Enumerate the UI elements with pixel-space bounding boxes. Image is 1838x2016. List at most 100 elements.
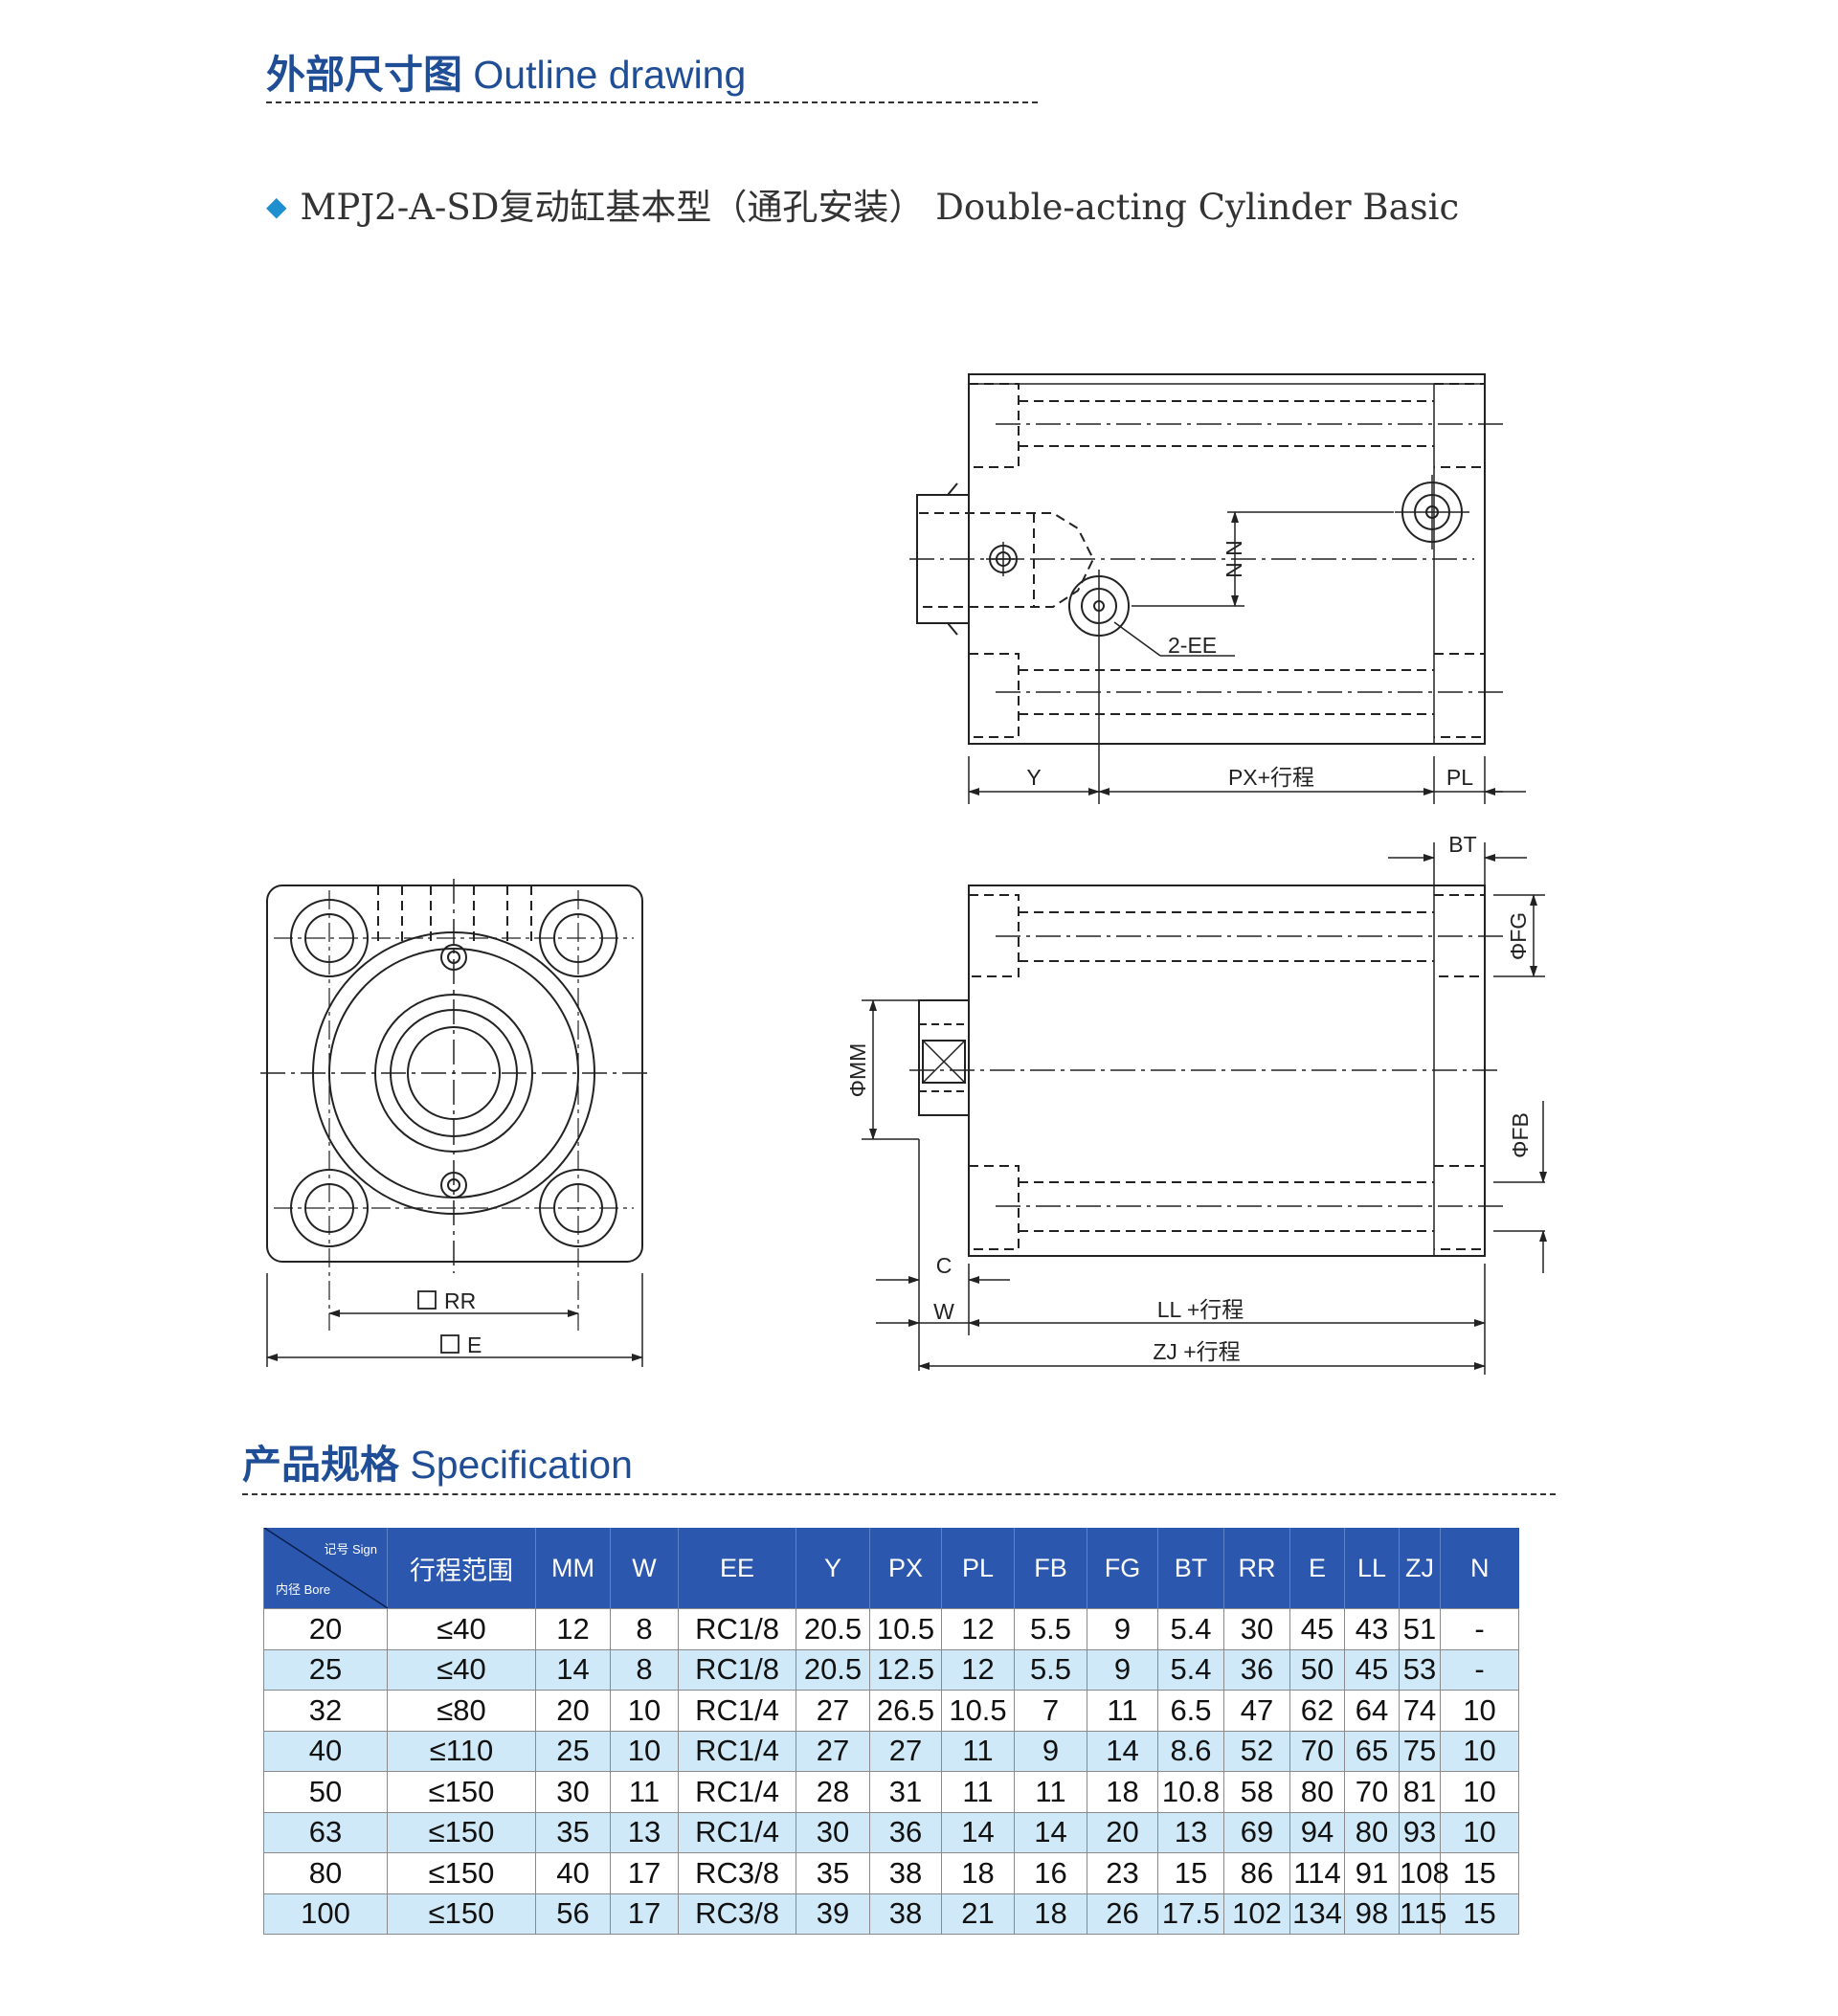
table-cell: 56 [535, 1893, 611, 1935]
table-cell: 25 [263, 1648, 388, 1691]
table-cell: 39 [796, 1893, 870, 1935]
table-cell: 102 [1223, 1893, 1290, 1935]
dim-zj: ZJ +行程 [1153, 1339, 1240, 1364]
table-cell: 18 [1087, 1771, 1158, 1812]
table-cell: 11 [1087, 1690, 1158, 1731]
col-bt: BT [1157, 1528, 1224, 1609]
table-cell: 80 [1289, 1771, 1345, 1812]
outline-drawing: N N 2-EE Y PX+行程 PL BT ΦFG ΦMM ΦFB C W L… [260, 373, 1547, 1375]
table-cell: 31 [869, 1771, 942, 1812]
spec-title: 产品规格 Specification [242, 1432, 633, 1490]
col-stroke-range: 行程范围 [387, 1528, 536, 1609]
table-cell: RC1/4 [678, 1811, 796, 1853]
diamond-bullet-icon: ◆ [266, 190, 287, 222]
side-view-top [909, 373, 1526, 804]
table-cell: 14 [1087, 1730, 1158, 1772]
table-cell: RC1/4 [678, 1690, 796, 1731]
table-cell: 28 [796, 1771, 870, 1812]
table-cell: ≤150 [387, 1893, 536, 1935]
table-cell: 36 [869, 1811, 942, 1853]
table-cell: 15 [1440, 1852, 1519, 1893]
dim-pl: PL [1446, 765, 1473, 790]
table-cell: 5.5 [1014, 1608, 1087, 1649]
col-n: N [1440, 1528, 1519, 1609]
table-cell: 12 [941, 1608, 1015, 1649]
table-cell: 62 [1289, 1690, 1345, 1731]
table-cell: 80 [263, 1852, 388, 1893]
col-ee: EE [678, 1528, 796, 1609]
col-fg: FG [1087, 1528, 1158, 1609]
dim-ee: 2-EE [1168, 633, 1217, 658]
table-cell: 10.5 [941, 1690, 1015, 1731]
table-cell: 27 [869, 1730, 942, 1772]
table-cell: 69 [1223, 1811, 1290, 1853]
spec-divider [242, 1493, 1556, 1495]
table-cell: 30 [796, 1811, 870, 1853]
table-cell: 14 [941, 1811, 1015, 1853]
dim-c: C [936, 1253, 953, 1278]
table-cell: 20 [535, 1690, 611, 1731]
table-cell: 38 [869, 1852, 942, 1893]
table-cell: 115 [1399, 1893, 1446, 1935]
table-cell: 43 [1344, 1608, 1400, 1649]
table-cell: RC1/8 [678, 1608, 796, 1649]
table-cell: ≤80 [387, 1690, 536, 1731]
table-cell: ≤40 [387, 1608, 536, 1649]
table-cell: - [1440, 1648, 1519, 1691]
table-cell: 5.4 [1157, 1648, 1224, 1691]
table-cell: 52 [1223, 1730, 1290, 1772]
dim-fb: ΦFB [1508, 1112, 1533, 1158]
table-cell: RC3/8 [678, 1852, 796, 1893]
table-cell: 10 [1440, 1730, 1519, 1772]
table-cell: 50 [263, 1771, 388, 1812]
table-cell: 50 [1289, 1648, 1345, 1691]
table-cell: 17 [610, 1852, 679, 1893]
table-cell: 15 [1440, 1893, 1519, 1935]
table-cell: 51 [1399, 1608, 1441, 1649]
col-zj: ZJ [1399, 1528, 1441, 1609]
spec-title-en: Specification [410, 1443, 633, 1487]
table-cell: 38 [869, 1893, 942, 1935]
table-cell: 75 [1399, 1730, 1441, 1772]
table-cell: 17 [610, 1893, 679, 1935]
table-cell: ≤150 [387, 1852, 536, 1893]
side-view-bottom [862, 842, 1547, 1375]
table-cell: 35 [535, 1811, 611, 1853]
table-cell: 86 [1223, 1852, 1290, 1893]
table-cell: 114 [1289, 1852, 1345, 1893]
col-y: Y [796, 1528, 870, 1609]
table-cell: 18 [1014, 1893, 1087, 1935]
table-cell: 21 [941, 1893, 1015, 1935]
table-cell: 47 [1223, 1690, 1290, 1731]
table-cell: 35 [796, 1852, 870, 1893]
table-cell: 70 [1344, 1771, 1400, 1812]
table-cell: 94 [1289, 1811, 1345, 1853]
table-cell: 30 [535, 1771, 611, 1812]
table-cell: 18 [941, 1852, 1015, 1893]
table-cell: ≤40 [387, 1648, 536, 1691]
dim-ll: LL +行程 [1157, 1297, 1244, 1322]
outline-divider [266, 101, 1038, 103]
dim-e: E [467, 1333, 482, 1357]
table-cell: 15 [1157, 1852, 1224, 1893]
table-cell: 26 [1087, 1893, 1158, 1935]
table-cell: 45 [1289, 1608, 1345, 1649]
table-cell: ≤110 [387, 1730, 536, 1772]
table-cell: 36 [1223, 1648, 1290, 1691]
corner-diagonal [264, 1528, 388, 1608]
spec-title-zh: 产品规格 [242, 1442, 399, 1488]
corner-cell: 记号 Sign 内径 Bore [263, 1528, 388, 1609]
table-cell: 74 [1399, 1690, 1441, 1731]
table-cell: 134 [1289, 1893, 1345, 1935]
table-cell: 45 [1344, 1648, 1400, 1691]
table-cell: 10 [610, 1730, 679, 1772]
table-cell: 8 [610, 1608, 679, 1649]
col-w: W [610, 1528, 679, 1609]
dim-nn: N N [1222, 540, 1246, 578]
